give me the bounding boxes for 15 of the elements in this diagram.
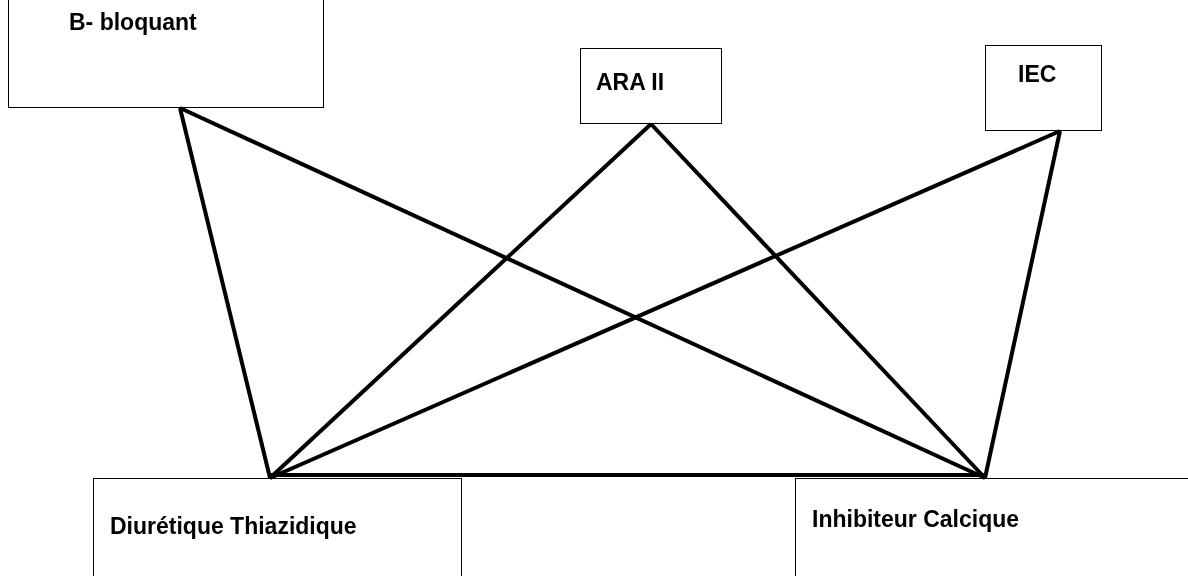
drug-class-label: ARA II xyxy=(596,69,665,96)
drug-class-box xyxy=(8,0,324,108)
connector-line xyxy=(269,129,1061,480)
drug-class-box xyxy=(795,478,1188,576)
drug-class-box xyxy=(580,48,722,124)
connector-line xyxy=(179,106,986,480)
drug-class-label: Diurétique Thiazidique xyxy=(110,513,357,540)
connector-line xyxy=(178,107,272,479)
connector-line xyxy=(983,130,1062,479)
drug-class-label: IEC xyxy=(1018,61,1057,88)
drug-class-box xyxy=(93,478,462,576)
drug-class-label: Inhibiteur Calcique xyxy=(812,506,1020,533)
drug-class-label: B- bloquant xyxy=(69,9,197,36)
drug-class-box xyxy=(985,45,1102,131)
connector-line xyxy=(270,473,985,477)
